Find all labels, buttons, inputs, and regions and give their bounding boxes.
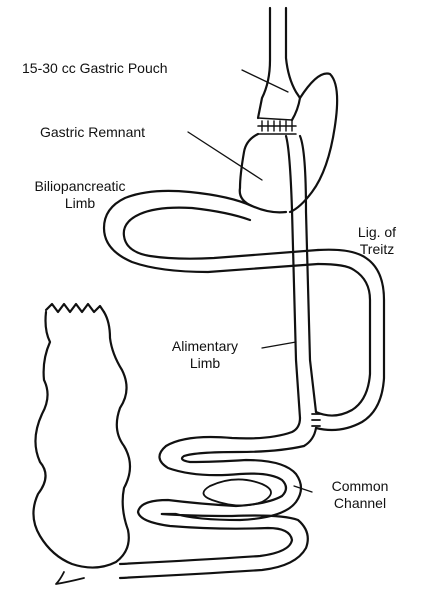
esophagus-and-pouch	[258, 8, 300, 131]
gastric-pouch-label: 15-30 cc Gastric Pouch	[22, 60, 168, 77]
common-channel-label: Common Channel	[312, 478, 408, 512]
common-line1: Common	[312, 478, 408, 495]
common-line2: Channel	[312, 495, 408, 512]
gastric-remnant-label: Gastric Remnant	[40, 124, 145, 141]
biliopancreatic-limb-label: Biliopancreatic Limb	[18, 178, 142, 212]
biliopancreatic-line1: Biliopancreatic	[18, 178, 142, 195]
alimentary-line2: Limb	[150, 355, 260, 372]
treitz-loop	[312, 250, 384, 430]
alimentary-limb-label: Alimentary Limb	[150, 338, 260, 372]
common-channel	[120, 418, 316, 578]
treitz-line1: Lig. of	[342, 224, 412, 241]
alimentary-line1: Alimentary	[150, 338, 260, 355]
colon	[33, 304, 130, 584]
alimentary-limb	[286, 136, 316, 418]
biliopancreatic-line2: Limb	[18, 195, 142, 212]
treitz-line2: Treitz	[342, 241, 412, 258]
treitz-label: Lig. of Treitz	[342, 224, 412, 258]
